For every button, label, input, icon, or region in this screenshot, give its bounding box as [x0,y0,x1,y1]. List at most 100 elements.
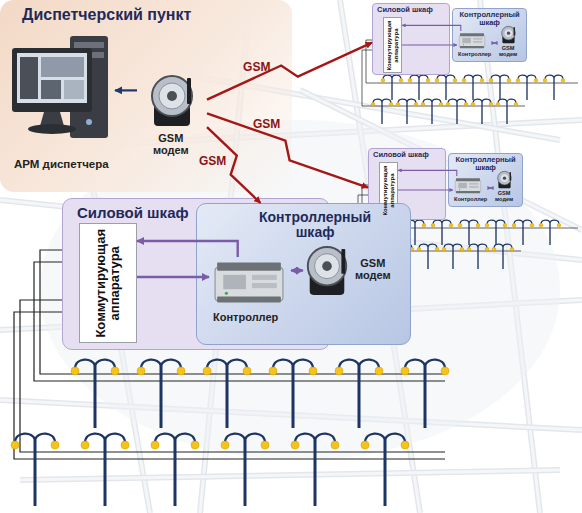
dispatch-panel: Диспетчерский пунктАРМ диспетчераGSM мод… [0,0,292,192]
lamp-bulb [221,441,229,449]
lamp-bulb [422,223,426,227]
icon-part [41,80,61,99]
gsm-modem: GSM модем [490,170,520,206]
icon-part [217,262,281,270]
lamp-pole [381,102,382,124]
lamp-bulb [375,367,383,375]
icon-part [459,189,460,190]
lamp-arm [359,360,379,369]
node-label: Контроллерный шкаф [460,11,520,28]
modem-icon [496,170,513,189]
icon-part [12,48,92,112]
modem-icon [303,243,351,297]
controller: Контроллер [457,31,495,60]
icon-part [510,172,511,181]
lamp-bulb [191,441,199,449]
lamp-bulb [514,102,518,106]
lamp-pole [160,366,163,428]
street-lamp [137,360,185,428]
lamp-pole [358,366,361,428]
lamp-pole [226,366,229,428]
street-lamp [496,99,518,124]
lamp-bulb [381,78,385,82]
lamp-bulb [361,441,369,449]
icon-part [159,83,185,109]
street-lamp [442,244,464,269]
lamp-bulb [81,441,89,449]
icon-part [64,80,84,99]
lamp-pole [406,102,407,124]
lamp-bulb [243,367,251,375]
lamp-bulb [543,78,547,82]
lamp-pole [468,223,469,245]
icon-part [215,268,283,301]
street-lamp [435,75,457,100]
lamp-bulb [530,223,534,227]
gsm-modem: GSM модем [137,72,207,164]
lamp-bulb [151,441,159,449]
lamp-bulb [426,78,430,82]
lamp-bulb [371,102,375,106]
node-label: Контроллер [454,196,487,202]
lamp-arm [35,434,55,443]
lamp-bulb [539,223,543,227]
node-label: Контроллер [213,311,278,323]
street-lamp [467,244,489,269]
controller: Контроллер [453,176,491,205]
lamp-pole [94,366,97,428]
lamp-bulb [309,367,317,375]
street-lamp [512,220,534,245]
lamp-bulb [557,223,561,227]
node-label: GSM модем [153,132,189,156]
workstation: АРМ диспетчера [10,30,115,180]
node-label: GSM модем [499,45,517,57]
lamp-bulb [480,78,484,82]
lamp-pole [384,440,387,506]
lamp-arm [293,360,313,369]
lamp-pole [477,247,478,269]
icon-part [40,112,64,126]
ctrl-icon [213,259,285,305]
icon-part [458,183,467,188]
lamp-bulb [485,223,489,227]
street-lamp [396,99,418,124]
lamp-pole [427,247,428,269]
lamp-pole [414,223,415,245]
street-lamp [401,360,449,428]
lamp-arm [405,360,425,369]
lamp-bulb [561,78,565,82]
lamp-bulb [11,441,19,449]
icon-part [469,186,478,188]
street-lamp [269,360,317,428]
vertical-label: Коммутирующая аппаратура [94,226,123,340]
lamp-bulb [121,441,129,449]
lamp-arm [161,360,181,369]
node-label: Контроллер [458,51,491,57]
icon-part [462,38,471,43]
street-lamp [471,99,493,124]
ctrl-icon [458,32,486,49]
icon-part [28,124,76,134]
street-lamp [516,75,538,100]
edge-label: GSM [243,60,270,74]
icon-part [473,41,482,43]
lamp-pole [506,102,507,124]
lamp-pole [495,223,496,245]
lamp-bulb [534,78,538,82]
lamp-arm [295,434,315,443]
lamp-pole [292,366,295,428]
street-lamp [151,434,199,506]
edge-label: GSM [199,154,226,168]
street-lamp [291,434,339,506]
lamp-arm [245,434,265,443]
lamp-pole [452,247,453,269]
controller-cabinet: Контроллерный шкафКонтроллерGSM модем [448,153,523,207]
street-lamp [81,434,129,506]
node-label: АРМ диспетчера [14,158,109,171]
street-lamp [489,75,511,100]
signal-arrow [490,187,491,188]
gsm-link [207,43,372,100]
lamp-pole [34,440,37,506]
street-lamp [446,99,468,124]
